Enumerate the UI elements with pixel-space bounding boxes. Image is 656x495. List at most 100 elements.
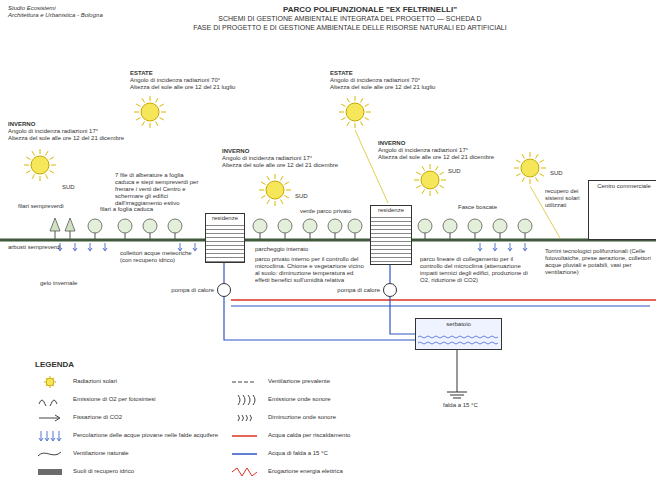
percolation-arrow	[508, 243, 512, 251]
sun-note: Altezza del sole alle ore 12 del 21 dice…	[378, 154, 494, 161]
heat-pump: pompa di calore	[217, 283, 231, 297]
stroke	[46, 378, 54, 386]
sun-note: Altezza del sole alle ore 12 del 21 dice…	[8, 135, 124, 142]
ground-symbol	[447, 392, 467, 398]
sun-ray	[416, 186, 420, 189]
sun-ray	[355, 123, 356, 128]
deciduous-tree	[443, 219, 457, 233]
evergreen-tree	[50, 218, 60, 231]
sun-ray	[150, 123, 151, 128]
vegetation-note: filari a foglia caduca	[100, 206, 153, 213]
sun-ray	[430, 191, 431, 196]
sun-ray	[516, 160, 520, 163]
sun-ray	[436, 190, 439, 194]
deciduous-tree	[253, 219, 267, 233]
sun-ray	[530, 179, 531, 184]
sun-ray	[514, 168, 519, 169]
sun-ray	[347, 122, 350, 126]
wave	[418, 342, 498, 344]
sun-note: Angolo di incidenza radiazioni 17°	[378, 147, 468, 154]
node-label: Centro commerciale	[589, 181, 656, 190]
sun-ray	[142, 98, 145, 102]
sun-ray	[261, 182, 265, 185]
legend-sample	[230, 430, 260, 442]
sun-note: INVERNO	[378, 140, 405, 147]
deciduous-tree	[143, 219, 157, 233]
legend-text: Suoli di recupero idrico	[73, 468, 223, 475]
orientation: SUD	[295, 193, 308, 200]
deciduous-tree	[303, 219, 317, 233]
sun-ray	[267, 200, 270, 204]
legend-text: Ventilazione naturale	[73, 450, 223, 457]
legend-text: Emissione onde sonore	[268, 396, 418, 403]
sun-ray	[341, 118, 345, 121]
sun-note: INVERNO	[8, 121, 35, 128]
legend-sample	[35, 394, 65, 406]
sun-ray	[286, 190, 291, 191]
sun-note: Angolo di incidenza radiazioni 70°	[130, 77, 220, 84]
sun-ray	[285, 196, 289, 199]
orientation: SUD	[62, 184, 75, 191]
stroke	[39, 431, 43, 441]
percolation-arrow	[478, 243, 482, 251]
node-label: pompa di calore	[337, 287, 380, 294]
sun-ray	[281, 200, 284, 204]
stroke	[253, 395, 255, 405]
title: PARCO POLIFUNZIONALE "EX FELTRINELLI"	[150, 5, 590, 14]
sun-ray	[24, 165, 29, 166]
stroke	[55, 382, 57, 383]
deciduous-tree	[418, 219, 432, 233]
sun-ray	[51, 165, 56, 166]
sun-symbol	[141, 103, 159, 121]
sun-ray	[267, 176, 270, 180]
percolation-arrow	[73, 243, 77, 251]
sun-ray	[540, 174, 544, 177]
sun-ray	[361, 98, 364, 102]
stroke	[232, 453, 257, 455]
sun-ray	[541, 168, 546, 169]
pipe-connector	[223, 263, 224, 283]
deciduous-tree	[118, 219, 132, 233]
legend-sample	[230, 376, 260, 388]
legend-sample	[230, 394, 260, 406]
pipe-connector	[224, 297, 415, 340]
sun-ray	[160, 104, 164, 107]
node-label: serbatoio	[416, 319, 501, 328]
sun-ray	[50, 157, 54, 160]
sun-ray	[522, 178, 525, 182]
stroke	[243, 395, 245, 405]
percolation-arrow	[88, 243, 92, 251]
stroke	[232, 382, 256, 383]
stroke	[238, 415, 240, 421]
sun-ray	[50, 171, 54, 174]
percolation-arrow	[193, 243, 197, 251]
sun-ray	[441, 180, 446, 181]
deciduous-tree	[468, 219, 482, 233]
stroke	[53, 385, 54, 386]
sun-ray	[430, 164, 431, 169]
sun-symbol	[421, 171, 439, 189]
sun-ray	[536, 178, 539, 182]
vegetation-note: 7 file di alberature a foglia caduca e s…	[115, 172, 203, 207]
legend-sample	[230, 466, 260, 478]
title-line: FASE DI PROGETTO E DI GESTIONE AMBIENTAL…	[130, 24, 570, 32]
deciduous-tree	[278, 219, 292, 233]
stroke	[232, 435, 257, 437]
sun-ray	[136, 104, 140, 107]
sun-ray	[422, 190, 425, 194]
sun-ray	[275, 174, 276, 179]
sun-ray	[261, 196, 265, 199]
note: parco privato interno per il controllo d…	[255, 256, 365, 284]
sun-ray	[540, 160, 544, 163]
sun-symbol	[31, 156, 49, 174]
sun-ray	[536, 154, 539, 158]
stroke	[44, 382, 46, 383]
pipe-connector	[389, 265, 390, 283]
sun-note: Altezza del sole alle ore 12 del 21 lugl…	[130, 84, 235, 91]
sun-ray	[26, 171, 30, 174]
node-label: residenze	[206, 214, 244, 223]
stroke	[57, 431, 61, 441]
stroke	[238, 395, 240, 405]
deciduous-tree	[518, 219, 532, 233]
stroke	[51, 431, 55, 441]
